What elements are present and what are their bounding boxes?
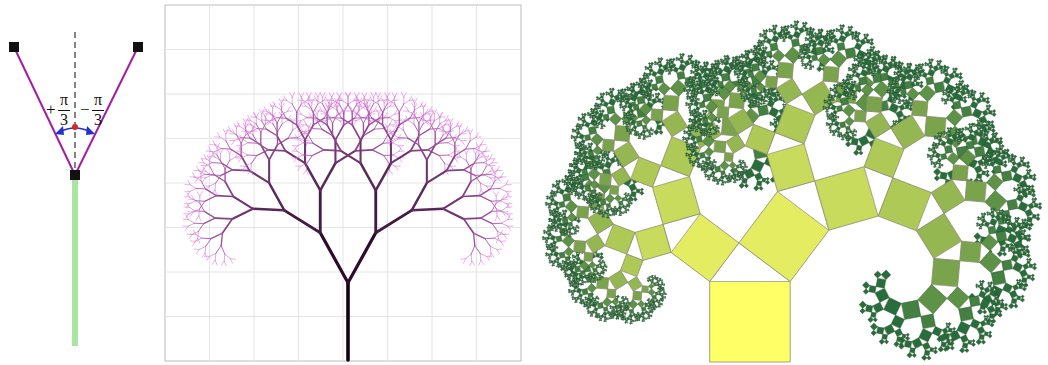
tree-square <box>647 278 648 279</box>
tree-branch <box>411 150 428 151</box>
tree-square <box>646 318 647 319</box>
tree-square <box>599 314 600 315</box>
tree-square <box>710 282 791 363</box>
tree-square <box>661 298 662 299</box>
tree-square <box>624 307 625 308</box>
tree-branch <box>232 170 249 171</box>
tree-square <box>621 297 622 298</box>
tree-square <box>649 277 650 278</box>
tree-square <box>598 298 599 299</box>
dot <box>72 124 78 130</box>
tree-square <box>664 291 665 292</box>
tree-square <box>598 261 599 262</box>
tree-branch <box>355 150 372 151</box>
tree-square <box>655 275 656 276</box>
tree-square <box>662 282 663 283</box>
tree-square <box>654 303 655 304</box>
tree-square <box>585 282 586 283</box>
tree-square <box>612 310 613 311</box>
tree-square <box>590 279 591 280</box>
tree-square <box>662 287 663 288</box>
tree-branch <box>253 209 284 211</box>
tree-square <box>597 302 598 303</box>
tree-square <box>665 297 666 298</box>
tree-square <box>648 281 649 282</box>
tree-square <box>642 286 649 293</box>
tree-square <box>626 297 627 298</box>
tree-square <box>650 310 651 311</box>
tree-square <box>574 259 575 260</box>
tree-square <box>661 281 662 282</box>
tree-square <box>596 277 608 289</box>
tree-square <box>569 268 570 269</box>
tree-square <box>651 316 652 317</box>
tree-square <box>656 307 657 308</box>
tree-square <box>652 299 653 300</box>
tree-square <box>664 285 665 286</box>
tree-square <box>627 299 628 300</box>
tree-branch <box>215 218 232 219</box>
tree-branch <box>463 196 480 197</box>
tree-square <box>589 273 590 274</box>
tree-branch <box>464 218 481 219</box>
tree-square <box>628 301 629 302</box>
tree-square <box>623 296 624 297</box>
tree-square <box>584 253 593 262</box>
tree-square <box>656 279 657 280</box>
tree-square <box>665 294 666 295</box>
tree-square <box>660 278 661 279</box>
node-square <box>70 170 80 180</box>
tree-branch <box>447 170 464 171</box>
tree-branch <box>412 209 443 211</box>
tree-square <box>657 288 658 289</box>
tree-square <box>638 312 639 313</box>
tree-square <box>597 296 598 297</box>
tree-square <box>574 240 586 252</box>
tree-square <box>603 260 604 261</box>
tree-square <box>659 287 660 288</box>
tree-square <box>602 271 603 272</box>
tree-square <box>600 259 601 260</box>
tree-branch <box>324 150 341 151</box>
tree-square <box>605 270 606 271</box>
tree-square <box>633 321 634 322</box>
tree-square <box>626 310 627 311</box>
tree-square <box>649 298 650 299</box>
tree-square <box>603 273 604 274</box>
node-square <box>9 42 19 52</box>
tree-square <box>633 291 642 300</box>
pythagoras-tree <box>542 20 1042 362</box>
tree-square <box>605 264 606 265</box>
tree-square <box>655 305 656 306</box>
node-square <box>133 42 143 52</box>
tree-square <box>661 304 662 305</box>
tree-branch <box>268 150 285 151</box>
tree-square <box>650 276 651 277</box>
tree-square <box>560 264 561 265</box>
tree-square <box>647 280 648 281</box>
tree-square <box>658 277 659 278</box>
tree-square <box>647 300 648 301</box>
tree-square <box>607 289 616 298</box>
tree-square <box>662 301 663 302</box>
tree-square <box>652 275 653 276</box>
tree-branch <box>216 196 233 197</box>
tree-square <box>604 263 605 264</box>
